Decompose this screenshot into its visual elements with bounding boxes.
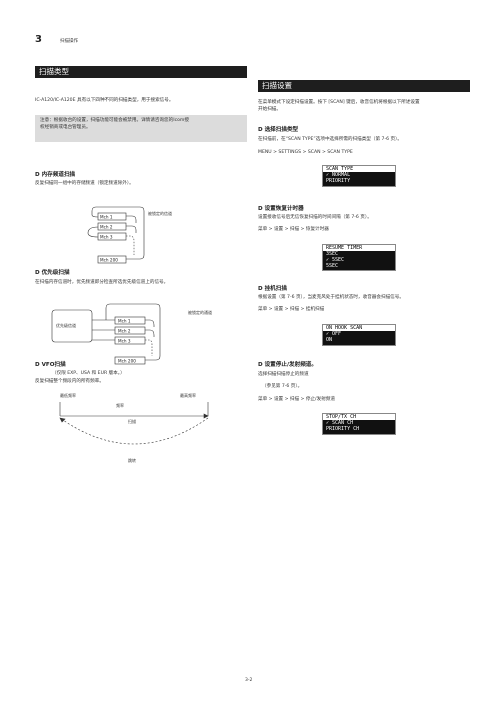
lcd-title: STOP/TX CH: [323, 414, 395, 420]
pmch1-box: [114, 316, 146, 325]
on-hook-desc: 根据设置（第 7-6 页），当麦克风处于挂机状态时，收音器会扫描信号。: [258, 295, 404, 300]
vfo-scan-sub: （仅限 EXP、USA 和 EUR 版本。）: [52, 371, 125, 376]
on-hook-heading: D 挂机扫描: [258, 286, 287, 292]
pmch200-label: Mch 200: [118, 359, 136, 364]
vfo-scan-diagram: 最低频率 最高频率 频率 扫描 跳转: [59, 392, 209, 463]
chapter-number: 3: [35, 34, 42, 45]
mch1-label: Mch 1: [100, 215, 113, 220]
mch200-label: Mch 200: [100, 258, 118, 263]
mch200-box: [97, 255, 127, 264]
pmch3-box: [114, 336, 146, 345]
settings-section-title: 扫描设置: [262, 81, 292, 90]
page-number: 3-2: [245, 678, 253, 683]
scan-type-desc: 在扫描前，在“SCAN TYPE”选项中选择所需的扫描类型（第 7-6 页）。: [258, 137, 402, 142]
scan-type-menu-path: MENU > SETTINGS > SCAN > SCAN TYPE: [258, 150, 353, 155]
lcd-option-priority-ch: PRIORITY CH: [326, 426, 360, 432]
settings-intro-line-2: 开始扫描。: [258, 107, 281, 112]
stop-tx-ref: （参见第 7-6 页）。: [262, 384, 303, 389]
on-hook-lcd: ON HOOK SCAN ✓ OFF ON: [322, 324, 396, 346]
vfo-scan-heading: D VFO扫描: [35, 362, 66, 368]
pmch2-label: Mch 2: [118, 329, 131, 334]
stop-tx-heading: D 设置停止/发射频道。: [258, 362, 317, 368]
mch3-label: Mch 3: [100, 235, 113, 240]
jump-label: 跳转: [128, 457, 136, 463]
stop-tx-menu-path: 菜单 > 设置 > 扫描 > 停止/发射频道: [258, 397, 335, 402]
lcd-title: ON HOOK SCAN: [323, 325, 395, 331]
scan-label: 扫描: [128, 418, 136, 424]
scan-type-lcd: SCAN TYPE ✓ NORMAL PRIORITY: [322, 165, 396, 187]
lowest-frequency-label: 最低频率: [60, 392, 76, 398]
priority-channel-label: 优先级信道: [56, 322, 76, 328]
settings-intro-line-1: 在菜单模式下设定扫描设置。按下 [SCAN] 键后，收音信机将根据以下所述设置: [258, 100, 420, 105]
mch2-label: Mch 2: [100, 225, 113, 230]
memory-scan-desc: 反复扫描同一组中的存储频道（锁定频道除外）。: [35, 181, 134, 186]
resume-timer-heading: D 设置恢复计时器: [258, 206, 304, 212]
chapter-title: 扫描操作: [60, 39, 78, 44]
pmch2-box: [114, 326, 146, 335]
scan-settings-title-bar: 扫描设置: [258, 80, 470, 92]
stop-tx-desc: 选择扫描扫描停止的频道: [258, 372, 309, 377]
stop-tx-lcd: STOP/TX CH ✓ SCAN CH PRIORITY CH: [322, 413, 396, 435]
mch3-box: [97, 232, 127, 241]
lcd-title: RESUME TIMER: [323, 245, 395, 251]
resume-timer-menu-path: 菜单 > 设置 > 扫描 > 恢复计时器: [258, 227, 329, 232]
lcd-option-on: ON: [326, 337, 333, 343]
lcd-option-normal: ✓ NORMAL: [326, 172, 351, 178]
pmch200-box: [114, 356, 146, 365]
on-hook-menu-path: 菜单 > 设置 > 扫描 > 挂机扫描: [258, 307, 325, 312]
vfo-scan-desc: 反复扫描整个频段内的所有频率。: [35, 379, 104, 384]
mch1-box: [97, 212, 127, 221]
memory-scan-diagram: Mch 1 Mch 2 Mch 3 Mch 200 被锁定的信道: [87, 206, 172, 264]
frequency-label: 频率: [116, 402, 124, 408]
lcd-option-3sec: 3SEC: [326, 251, 339, 257]
priority-locked-label: 被锁定的通道: [188, 309, 212, 315]
lcd-option-scan-ch: ✓ SCAN CH: [326, 420, 354, 426]
pmch3-label: Mch 3: [118, 339, 131, 344]
scan-types-title-bar: 扫描类型: [35, 66, 247, 78]
mch2-box: [97, 222, 127, 231]
priority-scan-heading: D 优先级扫描: [35, 270, 70, 276]
section-title: 扫描类型: [39, 67, 69, 76]
scan-types-intro: IC-A120/IC-A120E 具有以下四种不同的扫描类型，用于搜索信号。: [35, 98, 174, 103]
lcd-option-off: ✓ OFF: [326, 331, 342, 337]
priority-scan-desc: 在扫描内存信道时，优先频道即分检查所选优先级信道上的信号。: [35, 280, 169, 285]
lcd-option-5sec: 5SEC: [326, 263, 339, 269]
priority-scan-diagram: 优先级信道 Mch 1 Mch 2 Mch 3 Mch 200 被锁定的通道: [51, 303, 212, 365]
resume-timer-desc: 设置接收信号后无信恢复扫描的时间间隔（第 7-6 页）。: [258, 215, 372, 220]
priority-channel-box: [51, 309, 93, 343]
note-line-1: 注意：根据收台的设置，扫描功能可能会被禁用。详情请咨询您的Icom授: [40, 118, 189, 123]
resume-timer-lcd: RESUME TIMER 3SEC ✓ 5SEC 5SEC: [322, 244, 396, 271]
note-box: 注意：根据收台的设置，扫描功能可能会被禁用。详情请咨询您的Icom授 权经销商或…: [35, 115, 247, 142]
scan-type-heading: D 选择扫描类型: [258, 127, 299, 133]
note-line-2: 权经销商或电台管理员。: [40, 125, 91, 130]
lcd-option-5sec-checked: ✓ 5SEC: [326, 257, 345, 263]
lcd-title: SCAN TYPE: [323, 166, 395, 172]
memory-scan-heading: D 内存频道扫描: [35, 172, 76, 178]
highest-frequency-label: 最高频率: [180, 392, 196, 398]
locked-channel-label: 被锁定的信道: [148, 210, 172, 216]
lcd-option-priority: PRIORITY: [326, 178, 351, 184]
pmch1-label: Mch 1: [118, 319, 131, 324]
